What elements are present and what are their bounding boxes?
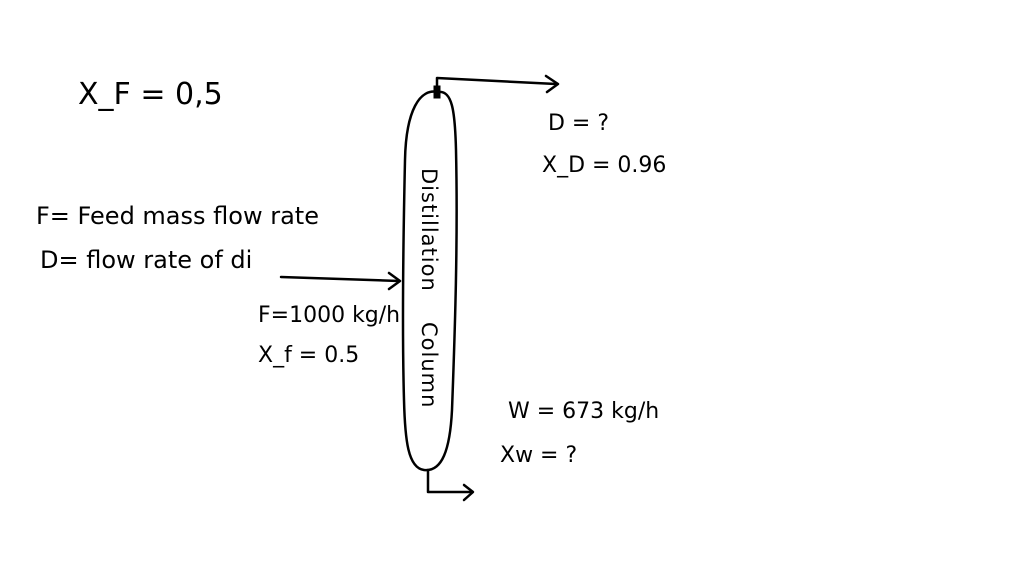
column-label-line1: Distillation [417, 168, 441, 292]
column-label-line2: Column [417, 322, 441, 408]
bottoms-outlet-line [426, 468, 474, 494]
bottoms-composition-label: Xw = ? [500, 443, 577, 468]
feed-composition-label: X_f = 0.5 [258, 343, 359, 368]
xf-note: X_F = 0,5 [78, 77, 223, 112]
distillate-outlet-line [435, 76, 558, 98]
definition-distillate: D= flow rate of di [40, 246, 252, 274]
feed-flow-label: F=1000 kg/h [258, 303, 400, 328]
bottoms-flow-label: W = 673 kg/h [508, 399, 659, 424]
bottoms-arrowhead [462, 483, 475, 502]
distillate-composition-label: X_D = 0.96 [542, 153, 666, 178]
feed-arrowhead [387, 271, 402, 291]
distillate-arrowhead [544, 74, 560, 94]
feed-inlet-line [279, 275, 401, 283]
column-top-cap [433, 85, 441, 99]
distillation-column [401, 90, 458, 472]
definition-feed: F= Feed mass flow rate [36, 202, 319, 230]
distillate-flow-label: D = ? [548, 111, 609, 136]
